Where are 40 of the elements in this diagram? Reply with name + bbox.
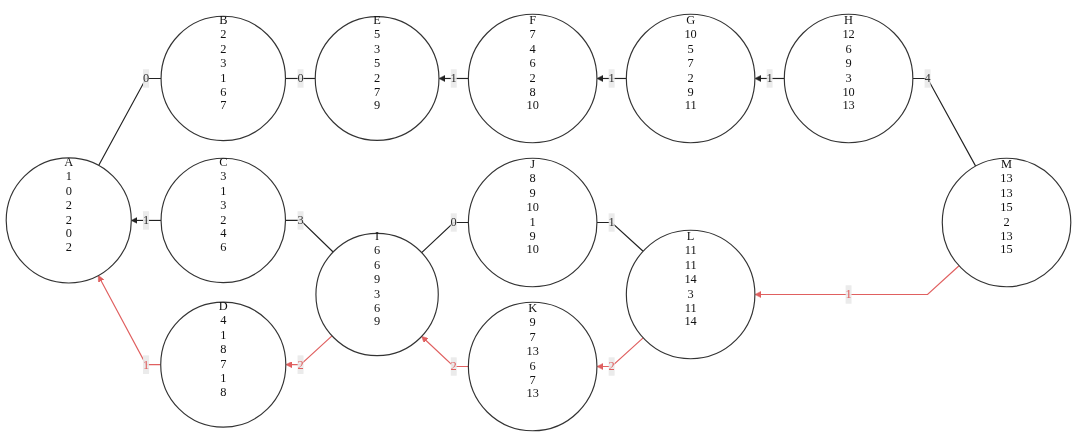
arrow bbox=[596, 75, 627, 82]
connector bbox=[596, 221, 644, 252]
edge-label: 1 bbox=[608, 215, 615, 229]
node-circle: J 8 9 10 1 9 10 bbox=[467, 157, 598, 288]
node-circle: L 11 11 14 3 11 14 bbox=[625, 229, 756, 360]
arrow bbox=[131, 217, 162, 224]
arrow bbox=[754, 75, 785, 82]
node-circle: K 9 7 13 6 7 13 bbox=[467, 301, 598, 432]
node-circle: I 6 6 9 3 6 9 bbox=[315, 232, 439, 357]
node-circle: D 4 1 8 7 1 8 bbox=[160, 301, 287, 428]
node-circle: E 5 3 5 2 7 9 bbox=[314, 16, 440, 141]
edge-label: 2 bbox=[450, 359, 457, 373]
edge-label: 1 bbox=[142, 357, 150, 371]
edge-label: 1 bbox=[450, 71, 457, 85]
edge-label: 1 bbox=[142, 213, 150, 227]
edge-label: 0 bbox=[142, 71, 150, 85]
arrow bbox=[596, 337, 644, 370]
edge-label: 1 bbox=[845, 287, 852, 301]
edge-label: 3 bbox=[297, 213, 304, 227]
node-circle: B 2 2 3 1 6 7 bbox=[160, 15, 287, 142]
edge-label: 1 bbox=[766, 71, 773, 85]
connector bbox=[98, 77, 162, 167]
arrow bbox=[754, 265, 960, 298]
arrow bbox=[285, 335, 333, 369]
node-circle: M 13 13 15 2 13 15 bbox=[941, 157, 1072, 288]
edge-label: 0 bbox=[297, 71, 304, 85]
edge-label: 0 bbox=[450, 215, 457, 229]
connector bbox=[912, 77, 977, 167]
node-circle: A 1 0 2 2 0 2 bbox=[5, 157, 132, 284]
edge-label: 2 bbox=[297, 357, 304, 371]
node-circle: G 10 5 7 2 9 11 bbox=[625, 13, 756, 144]
edge-label: 4 bbox=[924, 71, 931, 85]
node-circle: H 12 6 9 3 10 13 bbox=[783, 13, 914, 144]
node-circle: F 7 4 6 2 8 10 bbox=[467, 13, 598, 144]
edge-label: 2 bbox=[608, 359, 615, 373]
connector bbox=[421, 221, 469, 254]
arrow bbox=[438, 75, 469, 82]
edge-label: 1 bbox=[608, 71, 615, 85]
node-circle: C 3 1 3 2 4 6 bbox=[160, 157, 287, 284]
arrow bbox=[421, 336, 469, 368]
